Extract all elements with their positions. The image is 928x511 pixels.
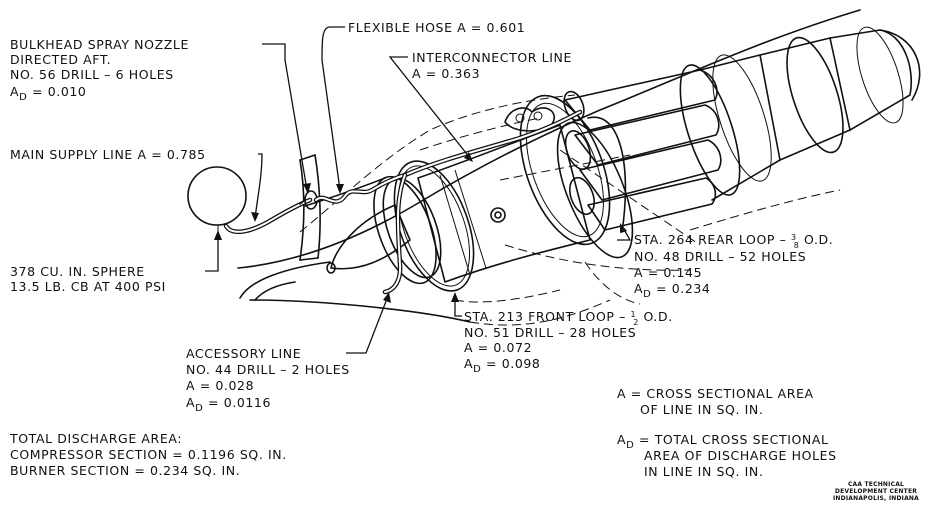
svg-text:378 CU. IN. SPHERE: 378 CU. IN. SPHERE [10, 264, 145, 279]
label-sphere: 378 CU. IN. SPHERE 13.5 LB. CB AT 400 PS… [10, 264, 166, 294]
label-interconnector-line: INTERCONNECTOR LINE A = 0.363 [412, 50, 572, 81]
svg-text:NO. 51 DRILL – 28 HOLES: NO. 51 DRILL – 28 HOLES [464, 325, 636, 340]
svg-text:NO. 48 DRILL – 52 HOLES: NO. 48 DRILL – 52 HOLES [634, 249, 806, 264]
svg-text:A = 0.145: A = 0.145 [634, 265, 702, 280]
svg-text:AD = TOTAL CROSS SECTIONAL: AD = TOTAL CROSS SECTIONAL [617, 432, 829, 451]
svg-text:A = 0.028: A = 0.028 [186, 378, 254, 393]
svg-text:DEVELOPMENT CENTER: DEVELOPMENT CENTER [835, 488, 917, 495]
svg-text:AD = 0.234: AD = 0.234 [634, 281, 710, 300]
legend-ad: AD = TOTAL CROSS SECTIONAL AREA OF DISCH… [617, 432, 837, 479]
svg-text:STA. 213 FRONT LOOP – 12 O.: STA. 213 FRONT LOOP – 12 O.D. [464, 309, 673, 327]
svg-text:A = 0.363: A = 0.363 [412, 66, 480, 81]
svg-text:MAIN SUPPLY LINE A = 0.785: MAIN SUPPLY LINE A = 0.785 [10, 147, 206, 162]
svg-text:IN LINE IN SQ. IN.: IN LINE IN SQ. IN. [644, 464, 763, 479]
svg-text:CAA TECHNICAL: CAA TECHNICAL [848, 481, 904, 488]
svg-text:AD = 0.098: AD = 0.098 [464, 356, 540, 375]
svg-text:OF LINE IN SQ. IN.: OF LINE IN SQ. IN. [640, 402, 763, 417]
extinguisher-sphere [187, 166, 247, 235]
label-total-discharge-area: TOTAL DISCHARGE AREA: COMPRESSOR SECTION… [9, 431, 287, 478]
svg-text:NO. 44 DRILL – 2 HOLES: NO. 44 DRILL – 2 HOLES [186, 362, 350, 377]
svg-text:AREA OF DISCHARGE HOLES: AREA OF DISCHARGE HOLES [644, 448, 837, 463]
flexible-hose-label: FLEXIBLE HOSE A = 0.601 [348, 20, 525, 35]
label-accessory-line: ACCESSORY LINE NO. 44 DRILL – 2 HOLES A … [186, 346, 350, 414]
svg-text:ACCESSORY LINE: ACCESSORY LINE [186, 346, 301, 361]
svg-text:BULKHEAD SPRAY NOZZLE: BULKHEAD SPRAY NOZZLE [10, 37, 189, 52]
svg-text:COMPRESSOR SECTION = 0.1196: COMPRESSOR SECTION = 0.1196 SQ. IN. [10, 447, 287, 462]
svg-text:AD = 0.0116: AD = 0.0116 [186, 395, 271, 414]
svg-text:STA. 264 REAR LOOP – 38 O.D: STA. 264 REAR LOOP – 38 O.D. [634, 232, 833, 250]
svg-text:INDIANAPOLIS, INDIANA: INDIANAPOLIS, INDIANA [833, 495, 919, 502]
svg-text:INTERCONNECTOR LINE: INTERCONNECTOR LINE [412, 50, 572, 65]
svg-text:AD = 0.010: AD = 0.010 [10, 84, 86, 103]
label-main-supply-line: MAIN SUPPLY LINE A = 0.785 [10, 147, 206, 162]
svg-text:BURNER SECTION = 0.234 SQ.: BURNER SECTION = 0.234 SQ. IN. [10, 463, 240, 478]
stamp-caa-technical-development-center: CAA TECHNICAL DEVELOPMENT CENTER INDIANA… [833, 481, 919, 502]
legend-a: A = CROSS SECTIONAL AREA OF LINE IN SQ. … [617, 386, 814, 417]
label-bulkhead-spray-nozzle: BULKHEAD SPRAY NOZZLE DIRECTED AFT. NO. … [10, 37, 189, 103]
leader-lines [205, 26, 632, 354]
svg-text:A = CROSS SECTIONAL AREA: A = CROSS SECTIONAL AREA [617, 386, 814, 401]
label-flexible-hose: FLEXIBLE HOSE A = 0.601 [348, 20, 525, 35]
svg-text:13.5 LB. CB AT 400 PSI: 13.5 LB. CB AT 400 PSI [10, 279, 166, 294]
jet-engine [326, 26, 921, 305]
piping [223, 109, 583, 295]
svg-text:A = 0.072: A = 0.072 [464, 340, 532, 355]
svg-text:TOTAL DISCHARGE AREA:: TOTAL DISCHARGE AREA: [9, 431, 182, 446]
svg-text:DIRECTED AFT.: DIRECTED AFT. [10, 52, 111, 67]
svg-text:NO. 56 DRILL – 6 HOLES: NO. 56 DRILL – 6 HOLES [10, 67, 174, 82]
